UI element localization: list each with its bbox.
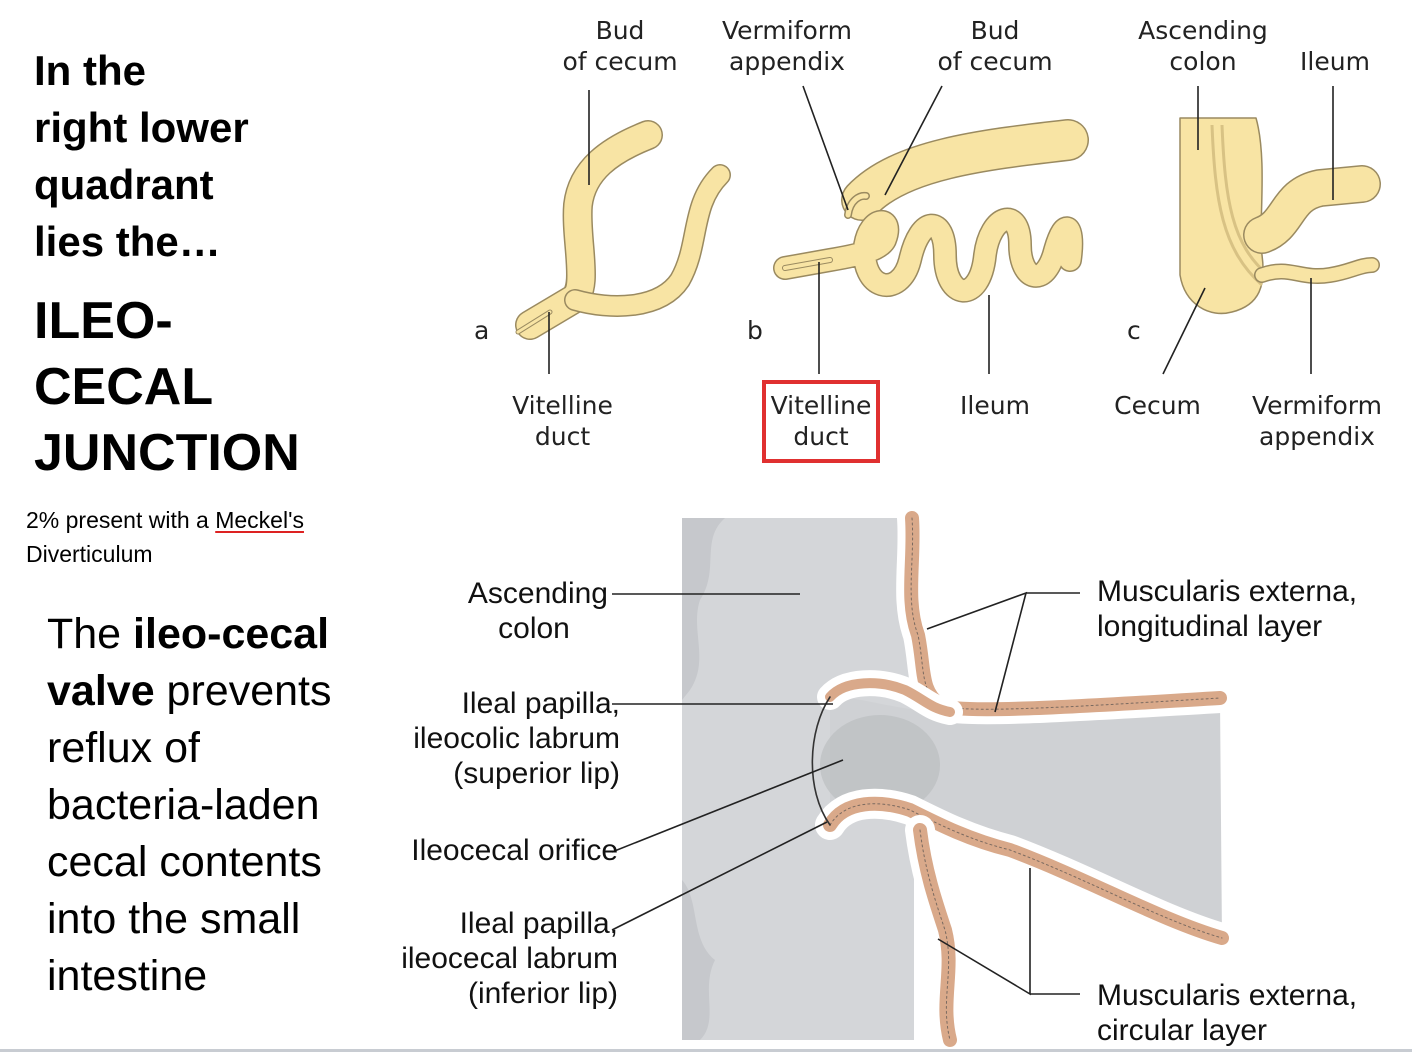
label-ileocecal-orifice: Ileocecal orifice [411,834,618,867]
vitelline-duct-highlight-box [762,380,880,463]
panel-b-gut [773,119,1089,303]
heading-line: In the [34,47,146,94]
heading: In the right lower quadrant lies the… [34,42,249,270]
ileum-lumen [820,695,1222,940]
meckel-note: 2% present with a Meckel's Diverticulum [26,503,304,571]
slide-title: ILEO- CECAL JUNCTION [34,288,300,486]
heading-line: right lower [34,104,249,151]
panel-a-gut [515,120,731,340]
panel-label-a: a [474,316,490,345]
panel-label-b: b [747,316,763,345]
note-text: 2% present with a [26,507,216,533]
title-line: ILEO- [34,292,173,350]
meckel-link[interactable]: Meckel's [215,507,304,533]
wall-layers [811,503,1237,1055]
label-ileum-c: Ileum [1300,47,1370,76]
heading-line: quadrant [34,161,214,208]
panel-label-c: c [1127,316,1141,345]
label-ileal-papilla-superior: Ileal papilla, ileocolic labrum (superio… [413,687,620,790]
label-ileal-papilla-inferior: Ileal papilla, ileocecal labrum (inferio… [401,907,618,1010]
label-ileum-b: Ileum [960,391,1030,420]
title-line: JUNCTION [34,424,300,482]
title-line: CECAL [34,358,214,416]
label-muscularis-circular: Muscularis externa,circular layer [1097,979,1358,1047]
label-cecum-c: Cecum [1114,391,1201,420]
note-text: Diverticulum [26,541,153,567]
label-muscularis-longitudinal: Muscularis externa,longitudinal layer [1097,575,1358,643]
panel-b-leaders [802,85,990,374]
panel-c-gut [1179,117,1381,315]
heading-line: lies the… [34,218,221,265]
bottom-divider [0,1049,1412,1052]
panel-a-leaders [548,90,590,374]
bottom-leaders [611,591,1080,996]
panel-c-leaders [1162,86,1334,375]
